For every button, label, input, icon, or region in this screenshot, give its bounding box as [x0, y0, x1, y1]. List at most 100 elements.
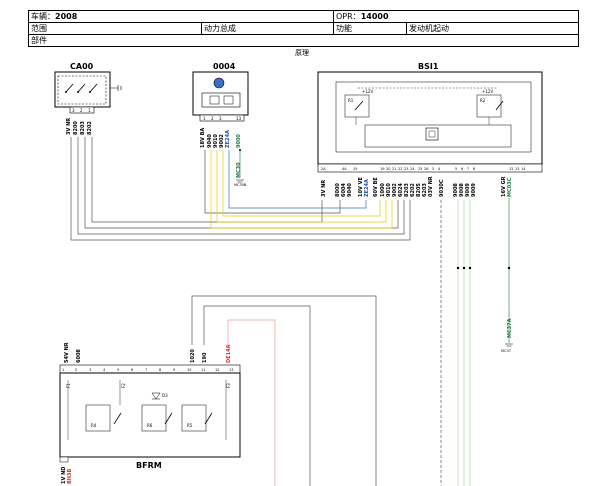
bsi1-pin-7: 22 — [398, 167, 402, 171]
bfrm-top-wire-label-1: 54V NR — [64, 342, 70, 363]
bfrm-bottom-wire-label-1: 1V ND — [61, 467, 67, 484]
bfrm-inner-labels: R4 R5 R6 D3 F1 F2 F3 — [66, 383, 231, 428]
bsi1-inner-label-4: R2 — [480, 98, 486, 103]
bsi1-inner-labels: +12V +12V R1 R2 — [348, 89, 493, 103]
c0004-pin-13: 13 — [236, 116, 242, 121]
c0004-wire-label-5: ZE24A — [225, 130, 231, 148]
scope-label: 范围 — [31, 24, 47, 33]
bfrm-pin-12: 12 — [215, 368, 219, 372]
bfrm-pin-10: 10 — [187, 368, 191, 372]
bsi1-pin-20: 14 — [521, 167, 526, 171]
c0004-pin-3: 3 — [219, 116, 222, 121]
bfrm-inner-label-r6: R6 — [147, 423, 153, 428]
header-table: 车辆：2008 OPR：14000 范围动力总成 功能 发动机起动 部件 — [28, 10, 579, 47]
bsi1-wire-label-2: 8000 — [335, 183, 341, 197]
bsi1-pin-19: 13 — [515, 167, 519, 171]
bfrm-inner-label-f2: F2 — [121, 383, 126, 388]
bsi1-pin-6: 21 — [392, 167, 396, 171]
bsi1-pin-5: 20 — [386, 167, 390, 171]
bsi1-wire-label-16: 03V NR — [428, 176, 434, 197]
bsi1-wire-labels: 3V NR 8000 6004 9040 10V VE ZE24A 60V BE… — [321, 176, 513, 353]
bsi1-pin-8: 23 — [404, 167, 408, 171]
vehicle-label: 车辆： — [31, 12, 55, 21]
bsi1-component — [317, 71, 543, 173]
bfrm-top-wire-label-3: 1020 — [190, 349, 196, 363]
bsi1-pin-18: 12 — [509, 167, 513, 171]
scope-value: 动力总成 — [201, 23, 236, 34]
bsi1-wire-label-17: 9030C — [439, 179, 445, 197]
bsi1-wire-label-3: 6004 — [341, 183, 347, 197]
ca00-wire-label-4: 8202 — [87, 121, 93, 135]
c0004-wire-label-2: 9040 — [207, 134, 213, 148]
c0004-wire-label-4: 9002 — [219, 134, 225, 148]
bfrm-pin-2: 2 — [75, 368, 77, 372]
bfrm-top-wire-label-2: 6008 — [76, 349, 82, 363]
ca00-wire-label-1: 3V NR — [66, 118, 72, 135]
bfrm-pin-4: 4 — [103, 368, 106, 372]
bsi1-wire-label-14: 8205 — [416, 183, 422, 197]
bsi1-pin-17: 8 — [473, 167, 475, 171]
bfrm-pin-6: 6 — [131, 368, 133, 372]
bfrm-top-wire-labels: 54V NR 6008 1020 190 DE14A — [64, 342, 232, 363]
bfrm-pin-13: 13 — [229, 368, 233, 372]
bsi1-pin-9: 24 — [410, 167, 415, 171]
bfrm-pin-5: 5 — [117, 368, 119, 372]
bsi1-title: BSI1 — [418, 62, 439, 71]
bsi1-wire-label-7: 60V BE — [373, 177, 379, 197]
bsi1-pin-10: 25 — [418, 167, 422, 171]
ca00-pin-1: 3 — [72, 108, 75, 113]
bfrm-pin-1: 1 — [62, 368, 64, 372]
bfrm-inner-label-r5: R5 — [187, 423, 193, 428]
interconnect-wires — [70, 137, 471, 486]
bsi1-wire-label-5: 10V VE — [358, 177, 364, 197]
c0004-wire-label-1: 18V BA — [200, 128, 206, 148]
bsi1-pin-11: 26 — [424, 167, 428, 171]
opr-value: 14000 — [360, 12, 389, 21]
bsi1-wire-label-10: 9002 — [392, 183, 398, 197]
c0004-component — [192, 71, 249, 122]
bfrm-pin-numbers: 1 2 3 4 5 6 7 8 9 10 11 12 13 — [62, 368, 233, 372]
bfrm-bottom-wire-labels: 1V ND BH3B — [61, 467, 73, 484]
c0004-title: 0004 — [213, 62, 236, 71]
bsi1-wire-label-9: 9010 — [386, 183, 392, 197]
bsi1-pin-4: 19 — [380, 167, 384, 171]
bfrm-pin-11: 11 — [201, 368, 205, 372]
c0004-wire-label-6: 9000 — [236, 134, 242, 148]
bsi1-wire-label-18: 9008 — [453, 183, 459, 197]
c0004-wire-labels: 18V BA 9040 9010 9002 ZE24A 9000 MC30 MC… — [200, 128, 247, 187]
bsi1-wire-label-13: 6202 — [410, 183, 416, 197]
bsi1-wire-label-15: 6203 — [422, 183, 428, 197]
bsi1-wire-label-4: 9040 — [347, 183, 353, 197]
bsi1-inner-label-2: +12V — [482, 89, 493, 94]
ca00-title: CA00 — [70, 62, 94, 71]
bsi1-wire-label-11: 6024 — [398, 183, 404, 197]
bfrm-bottom-wire-label-2: BH3B — [67, 469, 73, 484]
bsi1-pin-12: 3 — [432, 167, 434, 171]
c0004-pin-1: 1 — [203, 116, 206, 121]
c0004-ground-label: MC30B — [234, 183, 247, 187]
ca00-wire-labels: 3V NR 8200 8203 8202 — [66, 118, 93, 135]
c0004-wire-label-7: MC30 — [236, 162, 242, 178]
ca00-pin-2: 2 — [80, 108, 83, 113]
bfrm-pin-9: 9 — [173, 368, 175, 372]
bsi1-wire-label-1: 3V NR — [321, 180, 327, 197]
bsi1-inner-label-3: R1 — [348, 98, 354, 103]
bfrm-pin-7: 7 — [145, 368, 147, 372]
wire-junctions — [456, 266, 472, 270]
bsi1-pin-3: 15 — [353, 167, 357, 171]
bfrm-inner-label-f3: F3 — [226, 383, 231, 388]
bsi1-wire-label-24: MC37A — [507, 318, 513, 338]
bsi1-pin-16: 7 — [467, 167, 469, 171]
c0004-pin-2: 2 — [211, 116, 214, 121]
bfrm-title: BFRM — [136, 461, 162, 470]
bsi1-wire-label-20: 9009 — [465, 183, 471, 197]
bsi1-wire-label-22: 16V GR — [501, 176, 507, 197]
ca00-wire-label-3: 8203 — [80, 121, 86, 135]
bsi1-wire-label-19: 9008 — [459, 183, 465, 197]
bsi1-ground — [505, 198, 513, 347]
ca00-wire-label-2: 8200 — [73, 121, 79, 135]
ca00-pin-3: 1 — [88, 108, 91, 113]
bsi1-pin-numbers: 2A 4A 15 19 20 21 22 23 24 25 26 3 4 5 6… — [321, 167, 526, 171]
bsi1-inner-label-1: +12V — [362, 89, 373, 94]
